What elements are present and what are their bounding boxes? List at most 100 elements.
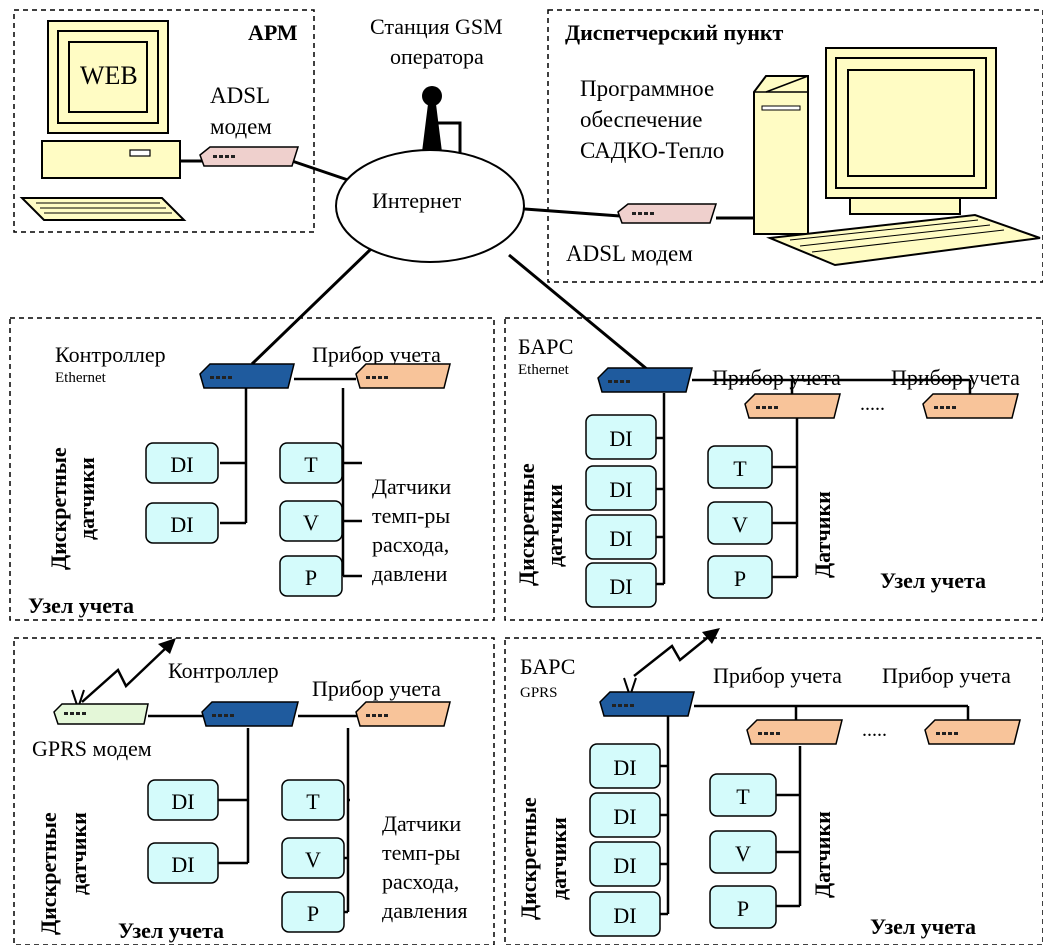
di-sensor-box: DI <box>589 743 661 789</box>
dots: ..... <box>860 393 885 415</box>
di-sensor-box: DI <box>145 442 219 484</box>
sensor-box-t: T <box>281 779 345 821</box>
svg-text:DI: DI <box>613 903 636 928</box>
sensors-vertical: Датчики <box>810 491 835 578</box>
bars-gprs-sublabel: GPRS <box>520 685 558 701</box>
node-footer: Узел учета <box>118 918 224 943</box>
software-label-1: Программное <box>580 76 714 101</box>
sensor-box-p: P <box>279 555 343 597</box>
bars-eth-label: БАРС <box>518 334 573 359</box>
controller-eth-device-icon <box>199 363 295 389</box>
signal-arrowhead-icon <box>702 628 720 644</box>
gsm-tower-icon <box>422 86 442 152</box>
gsm-label-2: оператора <box>390 44 484 69</box>
meter-gprs-label: Прибор учета <box>312 676 441 701</box>
signal-arrowhead-icon <box>158 638 176 654</box>
di-sensor-box: DI <box>585 465 657 511</box>
sensors-text-3: расхода, <box>382 869 459 894</box>
svg-text:T: T <box>736 784 750 809</box>
sensors-text-2: темп-ры <box>372 503 450 528</box>
svg-text:DI: DI <box>171 789 194 814</box>
discrete-sensors-vertical-2: датчики <box>546 817 571 900</box>
svg-text:V: V <box>305 847 321 872</box>
sensors-text-2: темп-ры <box>382 840 460 865</box>
signal-zigzag-icon <box>81 645 169 703</box>
arm-modem-label-2: модем <box>210 114 272 139</box>
bars-eth-device-icon <box>597 367 693 393</box>
discrete-sensors-vertical: Дискретные <box>36 812 61 935</box>
sensors-text-4: давления <box>382 898 467 923</box>
controller-eth-sublabel: Ethernet <box>55 370 107 386</box>
meter-bars-gprs-device-icon <box>746 719 843 745</box>
meter-bars-gprs-device-icon-2 <box>924 719 1021 745</box>
svg-text:V: V <box>735 841 751 866</box>
meter-gprs-device-icon <box>355 701 451 727</box>
dispatch-adsl-modem-icon <box>617 203 718 224</box>
web-label: WEB <box>80 61 138 90</box>
node-footer: Узел учета <box>870 914 976 939</box>
di-sensor-box: DI <box>589 891 661 937</box>
bars-eth-sublabel: Ethernet <box>518 362 570 378</box>
software-label-2: обеспечение <box>580 107 702 132</box>
di-sensor-box: DI <box>585 514 657 560</box>
sensor-box-p: P <box>281 891 345 933</box>
network-links <box>180 121 760 372</box>
arm-modem-label-1: ADSL <box>210 83 270 108</box>
sensor-box-v: V <box>707 501 773 545</box>
discrete-sensors-vertical: Дискретные <box>514 463 539 586</box>
sensors-text-1: Датчики <box>382 811 461 836</box>
meter-bars-eth-label-2: Прибор учета <box>891 365 1020 390</box>
svg-text:DI: DI <box>609 426 632 451</box>
dispatch-section <box>547 9 1043 283</box>
di-sensor-box: DI <box>589 792 661 838</box>
discrete-sensors-vertical: Дискретные <box>516 797 541 920</box>
node-footer: Узел учета <box>28 593 134 618</box>
discrete-sensors-vertical-2: датчики <box>66 812 91 895</box>
di-sensor-box: DI <box>589 841 661 887</box>
controller-gprs-label: Контроллер <box>168 658 279 683</box>
software-label-3: САДКО-Тепло <box>580 138 724 163</box>
meter-eth-device-icon <box>355 363 451 389</box>
dispatch-modem-label: ADSL модем <box>566 241 693 266</box>
node-eth-section <box>9 317 495 621</box>
node-bars-eth-section <box>504 317 1043 621</box>
sensor-box-v: V <box>281 837 345 879</box>
svg-text:T: T <box>304 452 318 477</box>
bars-gprs-label: БАРС <box>520 654 575 679</box>
gsm-label-1: Станция GSM <box>370 14 503 39</box>
di-sensor-box: DI <box>147 779 219 821</box>
sensor-box-p: P <box>709 885 777 929</box>
svg-text:P: P <box>305 565 317 590</box>
meter-bars-eth-device-icon-2 <box>922 393 1019 419</box>
controller-eth-label: Контроллер <box>55 342 166 367</box>
svg-text:DI: DI <box>609 574 632 599</box>
meter-bars-eth-device-icon <box>744 393 841 419</box>
di-sensor-box: DI <box>147 842 219 884</box>
bars-gprs-device-icon <box>599 677 695 717</box>
svg-text:T: T <box>733 456 747 481</box>
dispatch-computer-icon <box>753 47 1041 267</box>
meter-eth-label: Прибор учета <box>312 342 441 367</box>
meter-bars-gprs-label-1: Прибор учета <box>713 663 842 688</box>
di-sensor-box: DI <box>145 502 219 544</box>
arm-adsl-modem-icon <box>199 146 300 167</box>
gprs-modem-label: GPRS модем <box>32 736 152 761</box>
internet-label: Интернет <box>372 188 462 213</box>
di-sensor-box: DI <box>585 562 657 608</box>
svg-text:T: T <box>306 789 320 814</box>
sensors-text-1: Датчики <box>372 474 451 499</box>
gprs-modem-device-icon <box>53 689 149 725</box>
sensor-box-p: P <box>707 555 773 599</box>
meter-bars-gprs-label-2: Прибор учета <box>882 663 1011 688</box>
svg-text:V: V <box>732 512 748 537</box>
sensor-box-t: T <box>707 445 773 489</box>
discrete-sensors-vertical-2: датчики <box>542 484 567 567</box>
di-sensor-box: DI <box>585 414 657 460</box>
node-gprs-section <box>13 637 495 945</box>
svg-text:DI: DI <box>613 853 636 878</box>
sensors-text-3: расхода, <box>372 532 449 557</box>
sensor-box-t: T <box>279 442 343 484</box>
discrete-sensors-vertical: Дискретные <box>46 447 71 570</box>
svg-text:P: P <box>737 896 749 921</box>
